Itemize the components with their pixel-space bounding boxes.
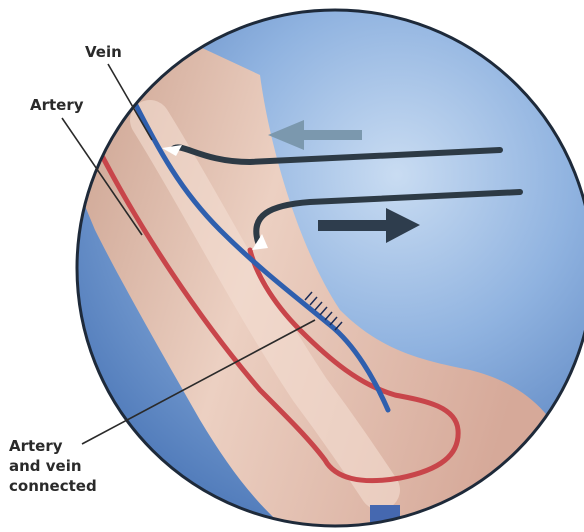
- artery-label: Artery: [30, 96, 84, 115]
- vein-label: Vein: [85, 43, 122, 62]
- connected-label-line-1: Artery: [9, 436, 97, 456]
- artery-vein-connected-label: Artery and vein connected: [9, 436, 97, 496]
- connected-label-line-3: connected: [9, 476, 97, 496]
- connected-label-line-2: and vein: [9, 456, 97, 476]
